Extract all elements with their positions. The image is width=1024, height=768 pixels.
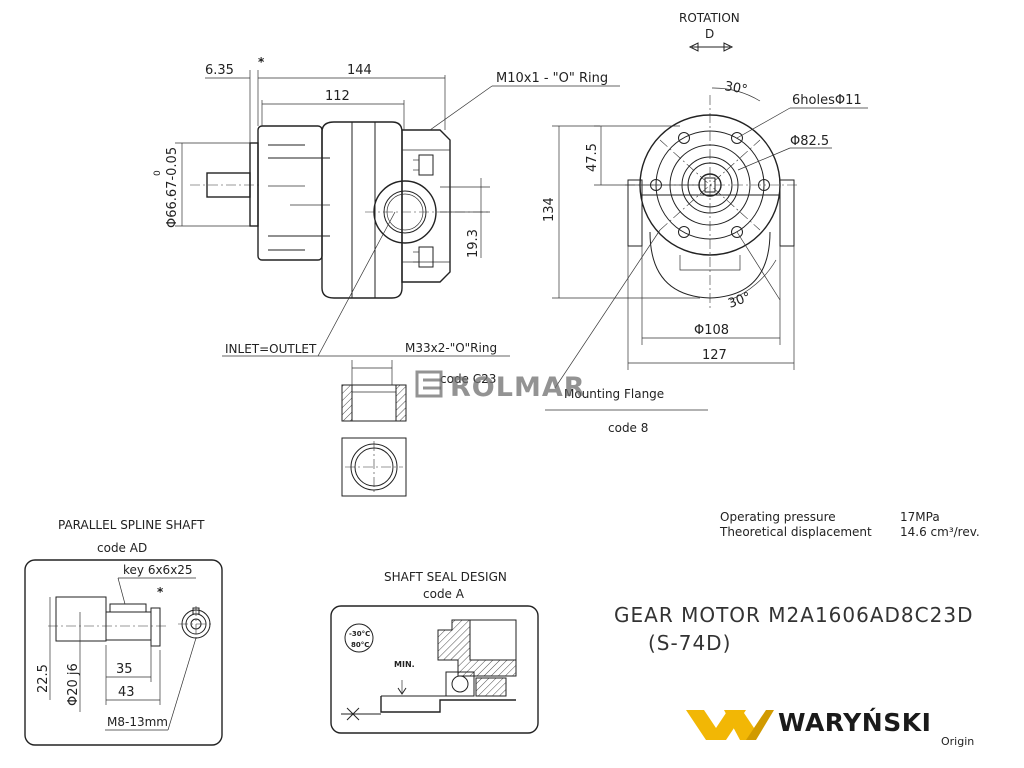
inlet-outlet-label: INLET=OUTLET <box>225 342 317 356</box>
temp-low: -30°C <box>349 630 370 638</box>
flange-view <box>545 87 868 411</box>
seal-detail-box <box>330 605 539 734</box>
mounting-flange-label: Mounting Flange <box>564 387 664 401</box>
product-title: GEAR MOTOR M2A1606AD8C23D <box>614 603 973 627</box>
warynski-logo-icon <box>686 710 774 740</box>
rotation-arrow-icon <box>688 42 734 52</box>
dim-47-5: 47.5 <box>585 143 600 172</box>
shaft-diameter-tol: 0 <box>153 170 163 176</box>
angle-bottom: 30° <box>726 290 753 312</box>
rotation-code: D <box>705 27 714 41</box>
rolmar-logo-icon <box>415 370 443 398</box>
displacement-value: 14.6 cm³/rev. <box>900 525 980 539</box>
brand-name: WARYŃSKI <box>778 708 931 737</box>
dim-6-35: 6.35 <box>205 63 234 78</box>
shaft-code: code AD <box>97 541 147 555</box>
temp-high: 80°C <box>351 641 369 649</box>
dim-22-5: 22.5 <box>36 664 51 693</box>
key-label: key 6x6x25 <box>123 563 193 577</box>
shaft-diameter: Φ66.67-0.05 <box>165 147 180 228</box>
o-ring-label: M10x1 - "O" Ring <box>496 71 608 86</box>
watermark: ROLMAR <box>450 372 586 403</box>
shaft-title: PARALLEL SPLINE SHAFT <box>58 518 205 532</box>
seal-title: SHAFT SEAL DESIGN <box>384 570 507 584</box>
side-view: * <box>175 55 620 357</box>
port-detail <box>341 360 407 497</box>
thread-label: M8-13mm <box>107 715 168 729</box>
dim-134: 134 <box>542 197 557 222</box>
dim-19-3: 19.3 <box>466 229 481 258</box>
brand-tagline: Origin <box>941 735 974 748</box>
port-label: M33x2-"O"Ring <box>405 341 497 355</box>
dim-144: 144 <box>347 63 372 78</box>
diameter-82-5: Φ82.5 <box>790 134 829 149</box>
dim-127: 127 <box>702 348 727 363</box>
dim-112: 112 <box>325 89 350 104</box>
shaft-dia-20: Φ20 j6 <box>66 663 81 706</box>
holes-label: 6holesΦ11 <box>792 93 862 108</box>
svg-text:*: * <box>157 585 164 599</box>
seal-code: code A <box>423 587 465 601</box>
displacement-label: Theoretical displacement <box>719 525 872 539</box>
product-subtitle: (S-74D) <box>648 631 731 655</box>
pressure-value: 17MPa <box>900 510 940 524</box>
diameter-108: Φ108 <box>694 323 729 338</box>
shaft-detail-box: * <box>24 559 223 746</box>
dim-35: 35 <box>116 662 133 677</box>
rotation-label: ROTATION <box>679 11 740 25</box>
min-label: MIN. <box>394 660 415 669</box>
svg-text:*: * <box>258 55 265 69</box>
angle-top: 30° <box>723 79 748 98</box>
pressure-label: Operating pressure <box>720 510 836 524</box>
port-code: code C23 <box>440 372 496 386</box>
dim-43: 43 <box>118 685 135 700</box>
mounting-flange-code: code 8 <box>608 421 648 435</box>
